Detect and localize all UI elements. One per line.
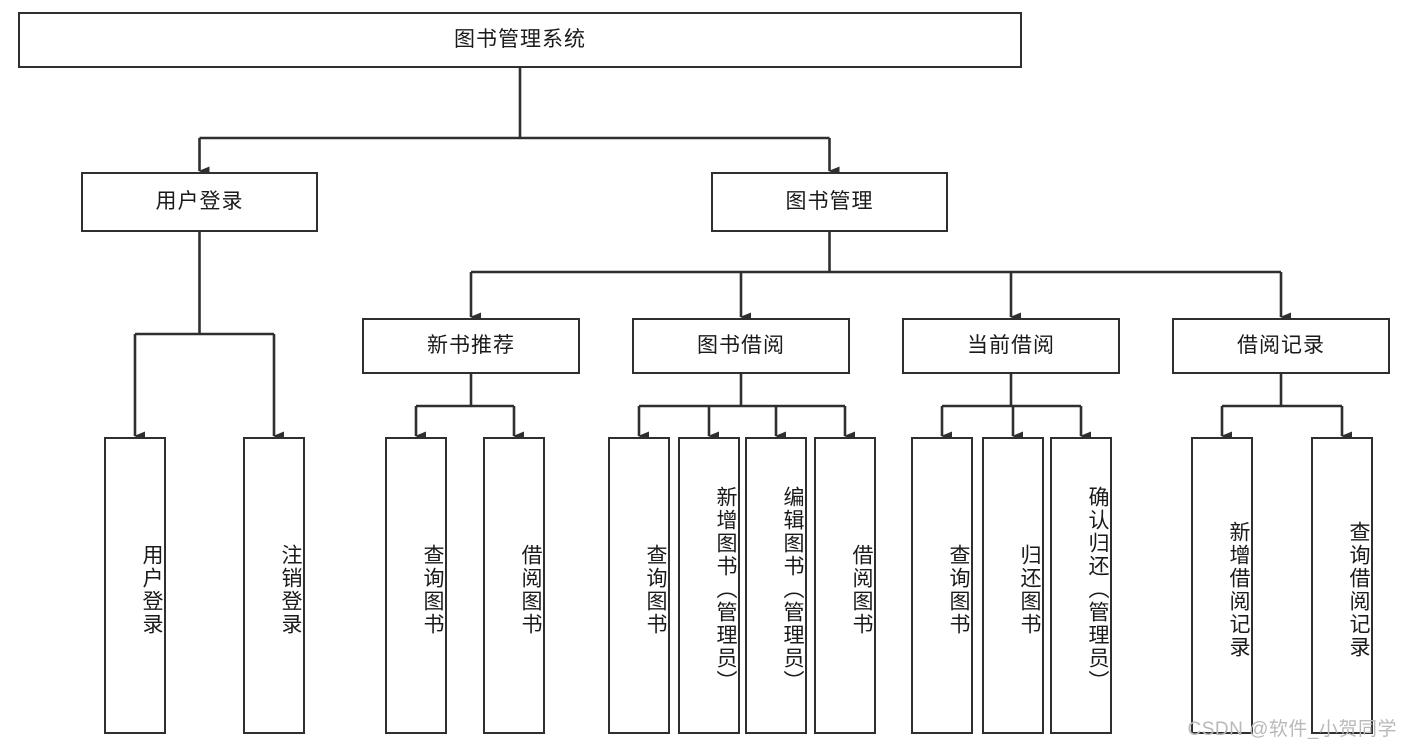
node-l-addrec[interactable]: 新增借阅记录 [1191, 437, 1253, 734]
node-bookmgmt[interactable]: 图书管理 [711, 172, 948, 232]
node-label-bookmgmt: 图书管理 [785, 190, 874, 214]
node-label-l-editbook: 编辑图书（管理员） [781, 486, 804, 693]
node-label-l-bbook1: 借阅图书 [519, 543, 542, 636]
node-label-l-addbook: 新增图书（管理员） [714, 486, 737, 693]
node-label-l-qbook2: 查询图书 [644, 543, 667, 636]
node-current[interactable]: 当前借阅 [902, 318, 1120, 374]
node-label-l-confirm: 确认归还（管理员） [1086, 486, 1109, 693]
node-root[interactable]: 图书管理系统 [18, 12, 1022, 68]
node-label-borrow: 图书借阅 [697, 334, 785, 358]
node-label-newbooks: 新书推荐 [427, 334, 515, 358]
node-login[interactable]: 用户登录 [81, 172, 318, 232]
node-l-editbook[interactable]: 编辑图书（管理员） [745, 437, 807, 734]
node-label-l-bbook2: 借阅图书 [850, 543, 873, 636]
node-l-confirm[interactable]: 确认归还（管理员） [1050, 437, 1112, 734]
node-newbooks[interactable]: 新书推荐 [362, 318, 580, 374]
node-label-root: 图书管理系统 [454, 28, 586, 52]
node-label-l-login: 用户登录 [140, 543, 163, 636]
node-label-login: 用户登录 [155, 190, 244, 214]
node-l-qbook2[interactable]: 查询图书 [608, 437, 670, 734]
node-l-qbook3[interactable]: 查询图书 [911, 437, 973, 734]
node-label-l-logout: 注销登录 [279, 543, 302, 636]
node-l-addbook[interactable]: 新增图书（管理员） [678, 437, 740, 734]
node-label-l-return: 归还图书 [1018, 543, 1041, 636]
node-borrow[interactable]: 图书借阅 [632, 318, 850, 374]
node-l-bbook1[interactable]: 借阅图书 [483, 437, 545, 734]
node-l-bbook2[interactable]: 借阅图书 [814, 437, 876, 734]
node-l-login[interactable]: 用户登录 [104, 437, 166, 734]
node-label-records: 借阅记录 [1237, 334, 1325, 358]
node-l-return[interactable]: 归还图书 [982, 437, 1044, 734]
node-label-current: 当前借阅 [967, 334, 1055, 358]
watermark-text: CSDN @软件_小贺同学 [1187, 719, 1397, 740]
node-l-qrec[interactable]: 查询借阅记录 [1311, 437, 1373, 734]
node-label-l-qrec: 查询借阅记录 [1347, 520, 1370, 659]
node-l-logout[interactable]: 注销登录 [243, 437, 305, 734]
node-label-l-qbook1: 查询图书 [421, 543, 444, 636]
node-label-l-qbook3: 查询图书 [947, 543, 970, 636]
node-label-l-addrec: 新增借阅记录 [1227, 520, 1250, 659]
connector-lines [133, 68, 1352, 441]
node-l-qbook1[interactable]: 查询图书 [385, 437, 447, 734]
node-records[interactable]: 借阅记录 [1172, 318, 1390, 374]
